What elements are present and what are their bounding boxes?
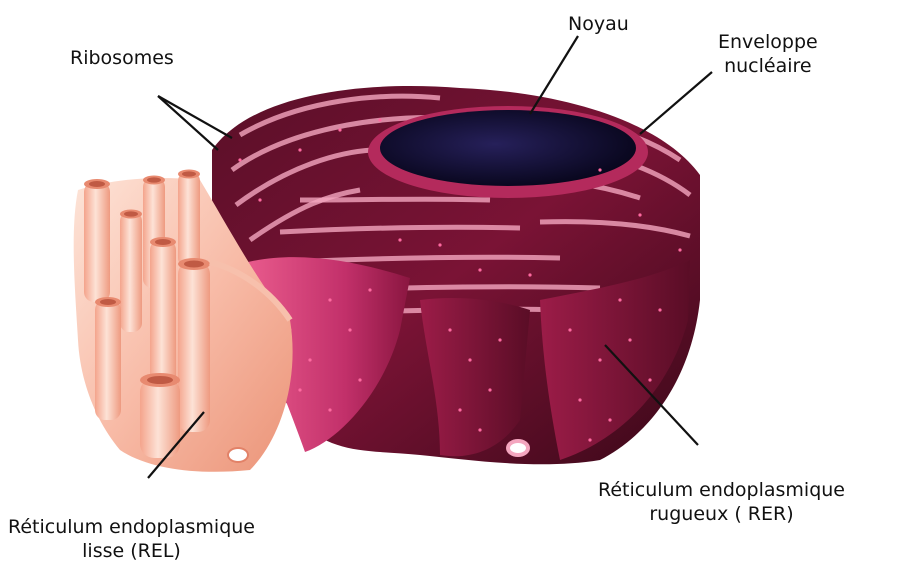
ribosomes-label: Ribosomes	[70, 46, 174, 70]
enveloppe-nucleaire-label: Enveloppe nucléaire	[718, 30, 818, 78]
enveloppe-leader	[640, 72, 712, 134]
rel-label: Réticulum endoplasmique lisse (REL)	[8, 515, 255, 563]
noyau-text: Noyau	[568, 13, 629, 35]
rel-line1: Réticulum endoplasmique	[8, 515, 255, 539]
rer-line2: rugueux ( RER)	[598, 502, 845, 526]
ribosomes-text: Ribosomes	[70, 47, 174, 69]
rer-line1: Réticulum endoplasmique	[598, 478, 845, 502]
noyau-label: Noyau	[568, 12, 629, 36]
enveloppe-line2: nucléaire	[718, 54, 818, 78]
enveloppe-line1: Enveloppe	[718, 30, 818, 54]
rer-label: Réticulum endoplasmique rugueux ( RER)	[598, 478, 845, 526]
nucleus	[368, 106, 648, 198]
rel-line2: lisse (REL)	[8, 539, 255, 563]
ribosomes-leader-1	[158, 96, 232, 138]
ribosomes-leader-2	[158, 96, 218, 150]
